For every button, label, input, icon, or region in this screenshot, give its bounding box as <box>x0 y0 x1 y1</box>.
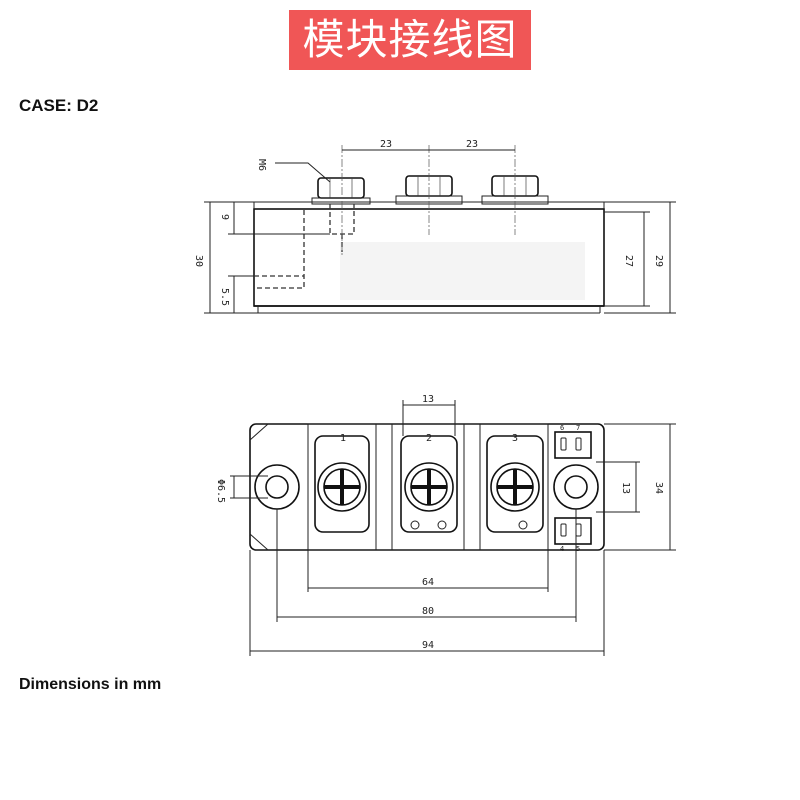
mount-hole-left <box>254 464 300 510</box>
terminal-2: 2 <box>400 433 458 533</box>
dim-total-height: 30 <box>193 255 204 267</box>
aux-connector-bottom: 4 5 <box>554 517 592 553</box>
dim-overall-length: 94 <box>422 640 434 651</box>
dim-hole-pitch: 80 <box>422 606 434 617</box>
case-label: CASE: D2 <box>19 96 99 115</box>
terminal-1: 1 <box>314 433 370 533</box>
side-terminal-1 <box>311 177 371 205</box>
dim-terminal-depth: 9 <box>219 214 230 220</box>
aux-pin-4: 4 <box>560 545 564 553</box>
terminal-label-3: 3 <box>512 433 518 444</box>
aux-pin-5: 5 <box>576 545 580 553</box>
dim-terminal-width: 13 <box>422 394 434 405</box>
units-note: Dimensions in mm <box>19 676 162 693</box>
aux-connector-top: 6 7 <box>554 424 592 459</box>
page-title-banner: 模块接线图 <box>289 10 531 70</box>
dim-mount-hole: Φ6.5 <box>215 479 226 503</box>
aux-pin-6: 6 <box>560 424 564 432</box>
dim-base-offset: 5.5 <box>219 288 230 306</box>
aux-pin-7: 7 <box>576 424 580 432</box>
dim-pitch-2: 23 <box>466 139 478 150</box>
dim-overall-height: 29 <box>653 255 664 267</box>
terminal-label-1: 1 <box>340 433 346 444</box>
side-view: 23 23 M6 30 9 5.5 27 29 <box>193 139 676 314</box>
thread-label: M6 <box>256 159 267 171</box>
dim-hole-spacing-v: 13 <box>620 482 631 494</box>
top-view: 1 2 3 6 7 <box>215 394 676 656</box>
side-terminal-3 <box>481 175 549 205</box>
dim-inner-span: 64 <box>422 577 434 588</box>
dim-body-height: 27 <box>623 255 634 267</box>
mount-hole-right <box>553 464 599 510</box>
terminal-label-2: 2 <box>426 433 432 444</box>
dim-width: 34 <box>653 482 664 494</box>
terminal-3: 3 <box>486 433 544 533</box>
dim-pitch-1: 23 <box>380 139 392 150</box>
